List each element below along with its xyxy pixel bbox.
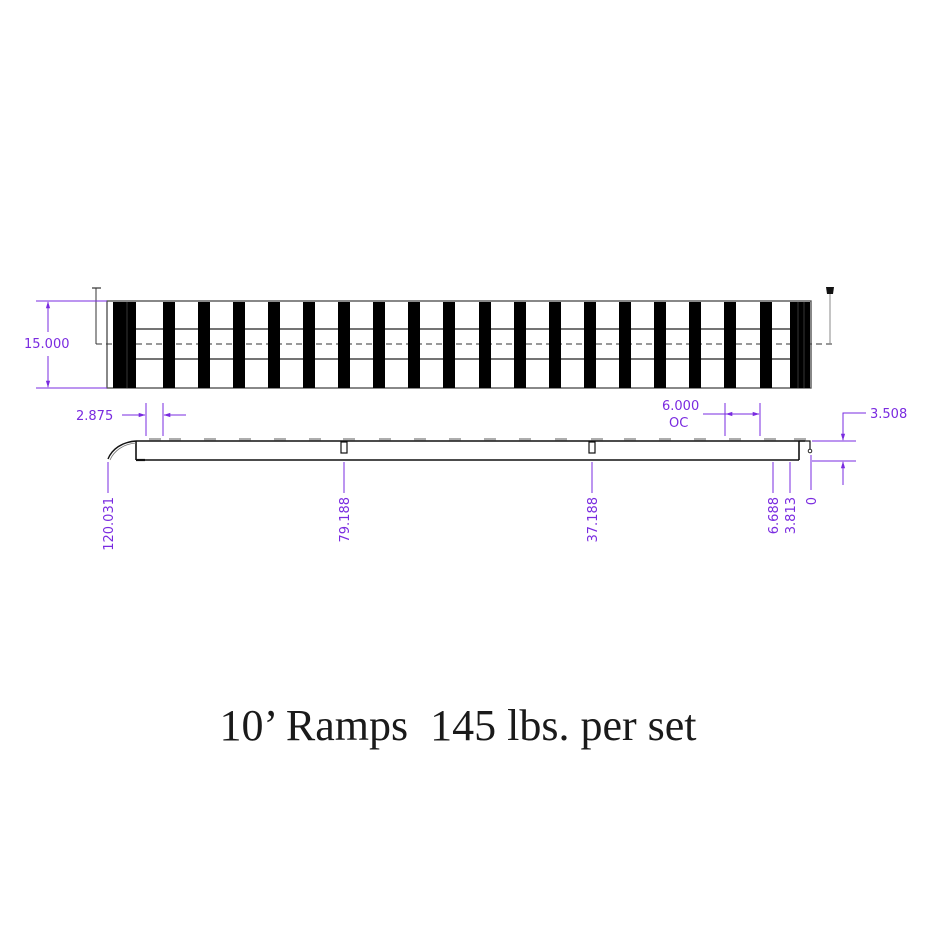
station-label: 3.813: [784, 497, 799, 534]
rung-bar: [549, 302, 561, 388]
station-label: 79.188: [338, 497, 353, 543]
drawing-caption: 10’ Ramps 145 lbs. per set: [219, 701, 697, 750]
station-label: 0: [805, 497, 820, 505]
rung-bar: [373, 302, 385, 388]
station-label: 6.688: [767, 497, 782, 534]
support-tab: [340, 441, 348, 454]
station-label: 37.188: [586, 497, 601, 543]
station-label: 120.031: [102, 497, 117, 551]
support-tab: [588, 441, 596, 454]
rung-bar: [584, 302, 596, 388]
rung-bar: [654, 302, 666, 388]
right-end-marker: [826, 287, 834, 294]
top-view: 15.000: [24, 287, 834, 389]
rung-bar: [514, 302, 526, 388]
rung-bar: [163, 302, 175, 388]
ramp-end-hook: [799, 440, 811, 449]
width-dimension-label: 15.000: [24, 337, 70, 352]
width-dimension: 15.000: [24, 300, 107, 389]
rung-bar: [303, 302, 315, 388]
rung-spacing-label: 6.000: [662, 399, 699, 414]
ramp-nose-curve: [107, 440, 137, 460]
height-dimension-label: 3.508: [870, 407, 907, 422]
rung-bar: [338, 302, 350, 388]
height-dimension: 3.508: [812, 407, 907, 485]
right-end-plate: [790, 302, 810, 388]
rung-spacing-suffix: OC: [669, 416, 688, 431]
rung-bar: [408, 302, 420, 388]
rung-bar: [689, 302, 701, 388]
rung-bar: [619, 302, 631, 388]
rung-bar: [724, 302, 736, 388]
first-rung-offset-label: 2.875: [76, 409, 113, 424]
rung-bar: [198, 302, 210, 388]
side-view: 2.875 6.000 OC 3.508 120.031 79.188 37.188…: [76, 399, 907, 551]
first-rung-offset-dimension: 2.875: [76, 403, 186, 436]
rung-spacing-dimension: 6.000 OC: [662, 399, 761, 436]
rung-bar: [479, 302, 491, 388]
left-end-plate: [113, 302, 136, 388]
rung-bar: [268, 302, 280, 388]
rung-bar: [443, 302, 455, 388]
rung-bar: [760, 302, 772, 388]
rung-bar: [233, 302, 245, 388]
